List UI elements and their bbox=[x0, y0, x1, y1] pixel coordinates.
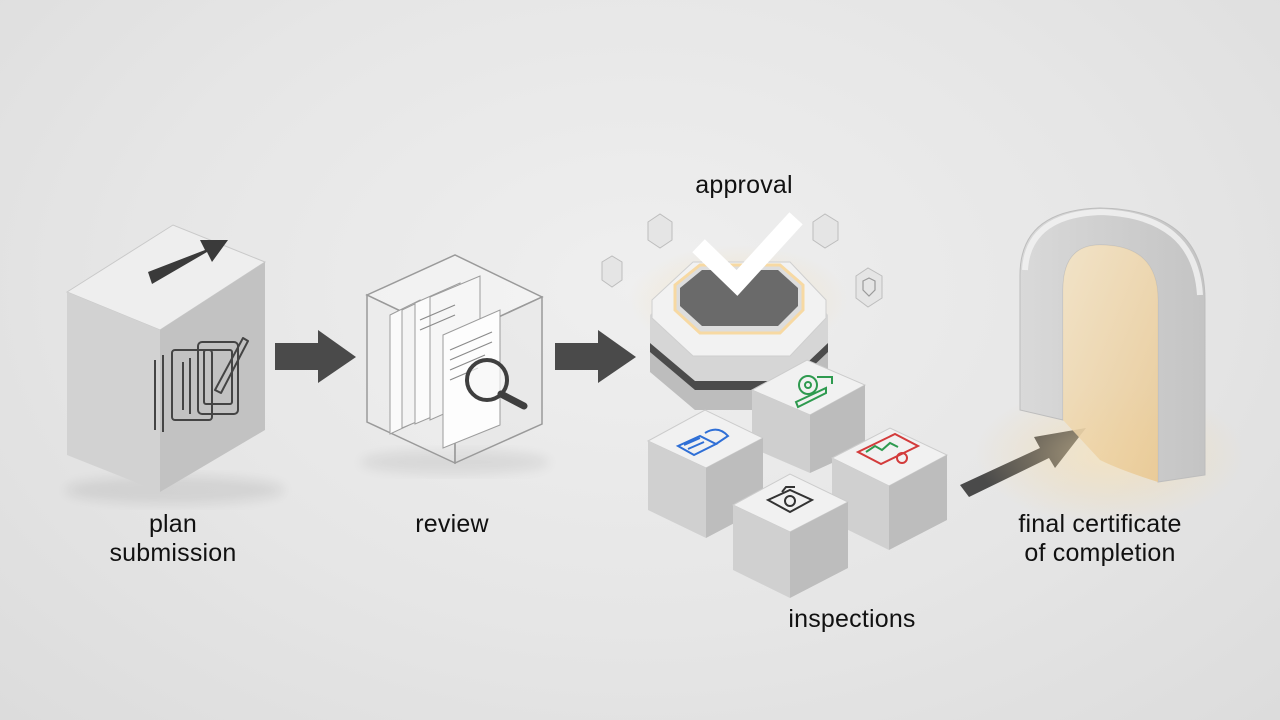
inspections-label-text: inspections bbox=[788, 605, 916, 633]
tablet-pen-icon bbox=[154, 337, 249, 432]
inspection-cubes bbox=[646, 359, 949, 598]
tape-measure-icon bbox=[794, 375, 833, 409]
flow-arrow-1 bbox=[275, 330, 356, 383]
inspection-cube-camera bbox=[731, 473, 850, 598]
magnifier-icon bbox=[465, 358, 528, 410]
plan-submission-box bbox=[65, 224, 285, 504]
inspection-cube-hardhat bbox=[646, 409, 765, 538]
approval-label-text: approval bbox=[695, 171, 793, 199]
gauge-panel-icon bbox=[855, 432, 921, 466]
upload-arrow-icon bbox=[148, 240, 228, 284]
shield-check-icon bbox=[855, 267, 883, 308]
final-certificate-label-line2: of completion bbox=[1024, 539, 1176, 567]
hardhat-clipboard-icon bbox=[675, 428, 730, 457]
plan-submission-label: plan submission bbox=[73, 510, 273, 568]
documents-icon bbox=[389, 275, 501, 449]
approval-label: approval bbox=[664, 171, 824, 200]
inspections-label: inspections bbox=[752, 605, 952, 634]
checkmark-icon bbox=[692, 212, 803, 296]
final-certificate-label-line1: final certificate bbox=[1018, 510, 1182, 538]
review-label-text: review bbox=[415, 510, 489, 538]
camera-icon bbox=[765, 486, 815, 514]
plan-submission-label-line2: submission bbox=[109, 539, 237, 567]
review-label: review bbox=[372, 510, 532, 539]
approval-pedestal bbox=[601, 212, 883, 410]
final-certificate-label: final certificate of completion bbox=[980, 510, 1220, 568]
archway-icon bbox=[975, 207, 1245, 525]
review-glass-box bbox=[360, 254, 550, 474]
flow-arrow-2 bbox=[555, 330, 636, 383]
plan-submission-label-line1: plan bbox=[148, 510, 198, 538]
scales-icon bbox=[601, 213, 839, 288]
